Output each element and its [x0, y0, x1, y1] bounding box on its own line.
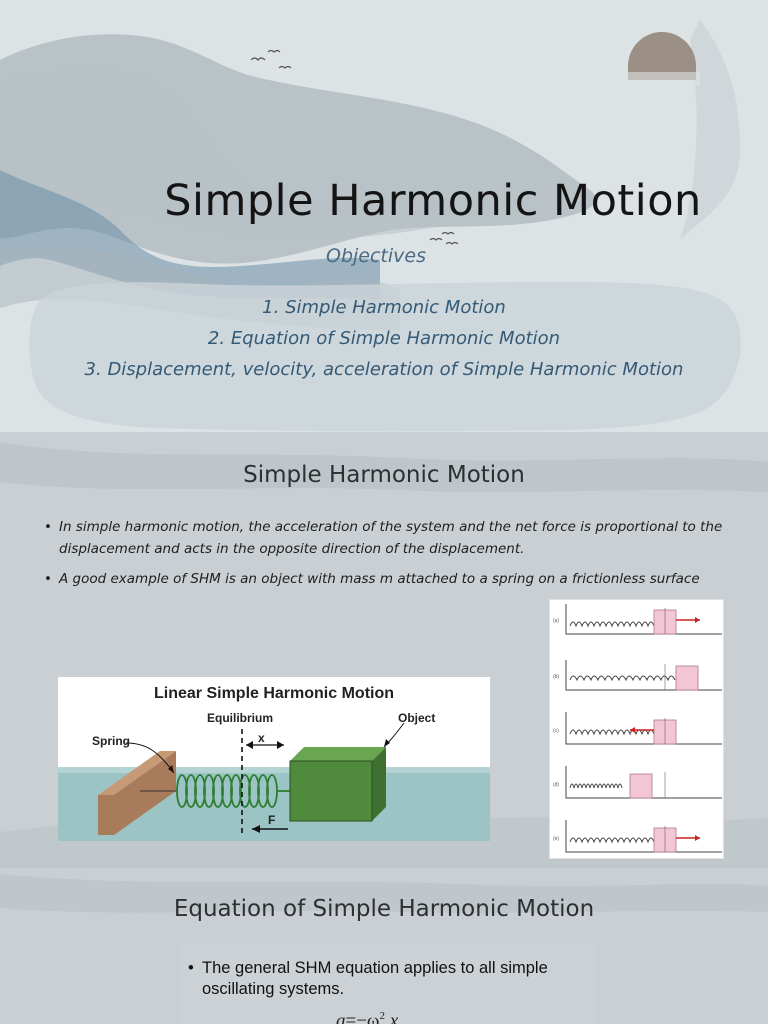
- slide-title: Equation of Simple Harmonic Motion: [173, 896, 595, 922]
- displacement-label: x: [258, 731, 265, 745]
- force-label: F: [268, 813, 276, 827]
- shm-formula: a=−ω2 x: [336, 1010, 398, 1024]
- figure-title: Linear Simple Harmonic Motion: [153, 685, 395, 702]
- formula-rhs: x: [389, 1010, 399, 1024]
- birds-decoration: [250, 49, 459, 245]
- panel-label: (c): [553, 728, 559, 734]
- equilibrium-label: Equilibrium: [207, 711, 273, 725]
- objective-item: 1. Simple Harmonic Motion: [262, 297, 506, 318]
- title-slide: Simple Harmonic Motion Objectives 1. Sim…: [0, 0, 768, 432]
- formula-mid: =−ω: [345, 1010, 380, 1024]
- oscillation-panels-figure: (a) (b) (c) (d) (e): [549, 599, 724, 859]
- spring-label: Spring: [92, 734, 130, 748]
- panel-label: (e): [553, 836, 559, 842]
- slide-title: Simple Harmonic Motion: [243, 462, 525, 488]
- panel-label: (a): [553, 618, 559, 624]
- bullet-item: In simple harmonic motion, the accelerat…: [44, 516, 724, 560]
- objective-item: 3. Displacement, velocity, acceleration …: [84, 359, 684, 380]
- shm-intro-slide: Simple Harmonic Motion In simple harmoni…: [0, 432, 768, 868]
- panel-label: (b): [553, 674, 559, 680]
- bullet-list: In simple harmonic motion, the accelerat…: [44, 516, 724, 598]
- ink-landscape-background: [0, 0, 768, 432]
- object-label: Object: [398, 711, 436, 725]
- bullet-item: A good example of SHM is an object with …: [44, 568, 724, 590]
- equation-box: The general SHM equation applies to all …: [180, 944, 596, 1024]
- shm-equation-slide: Equation of Simple Harmonic Motion The g…: [0, 868, 768, 1024]
- objectives-heading: Objectives: [326, 245, 426, 267]
- objectives-list: 1. Simple Harmonic Motion 2. Equation of…: [0, 292, 768, 385]
- formula-exponent: 2: [379, 1010, 385, 1022]
- oscillation-panels: (a) (b) (c) (d) (e): [553, 604, 722, 853]
- slide-title: Simple Harmonic Motion: [164, 176, 702, 226]
- bullet-item: The general SHM equation applies to all …: [188, 958, 588, 1000]
- formula-lhs: a: [336, 1010, 346, 1024]
- panel-label: (d): [553, 782, 559, 788]
- spring-mass-diagram: [58, 722, 490, 841]
- linear-shm-figure: Linear Simple Harmonic Motion Equilibriu…: [58, 677, 490, 841]
- objective-item: 2. Equation of Simple Harmonic Motion: [207, 328, 561, 349]
